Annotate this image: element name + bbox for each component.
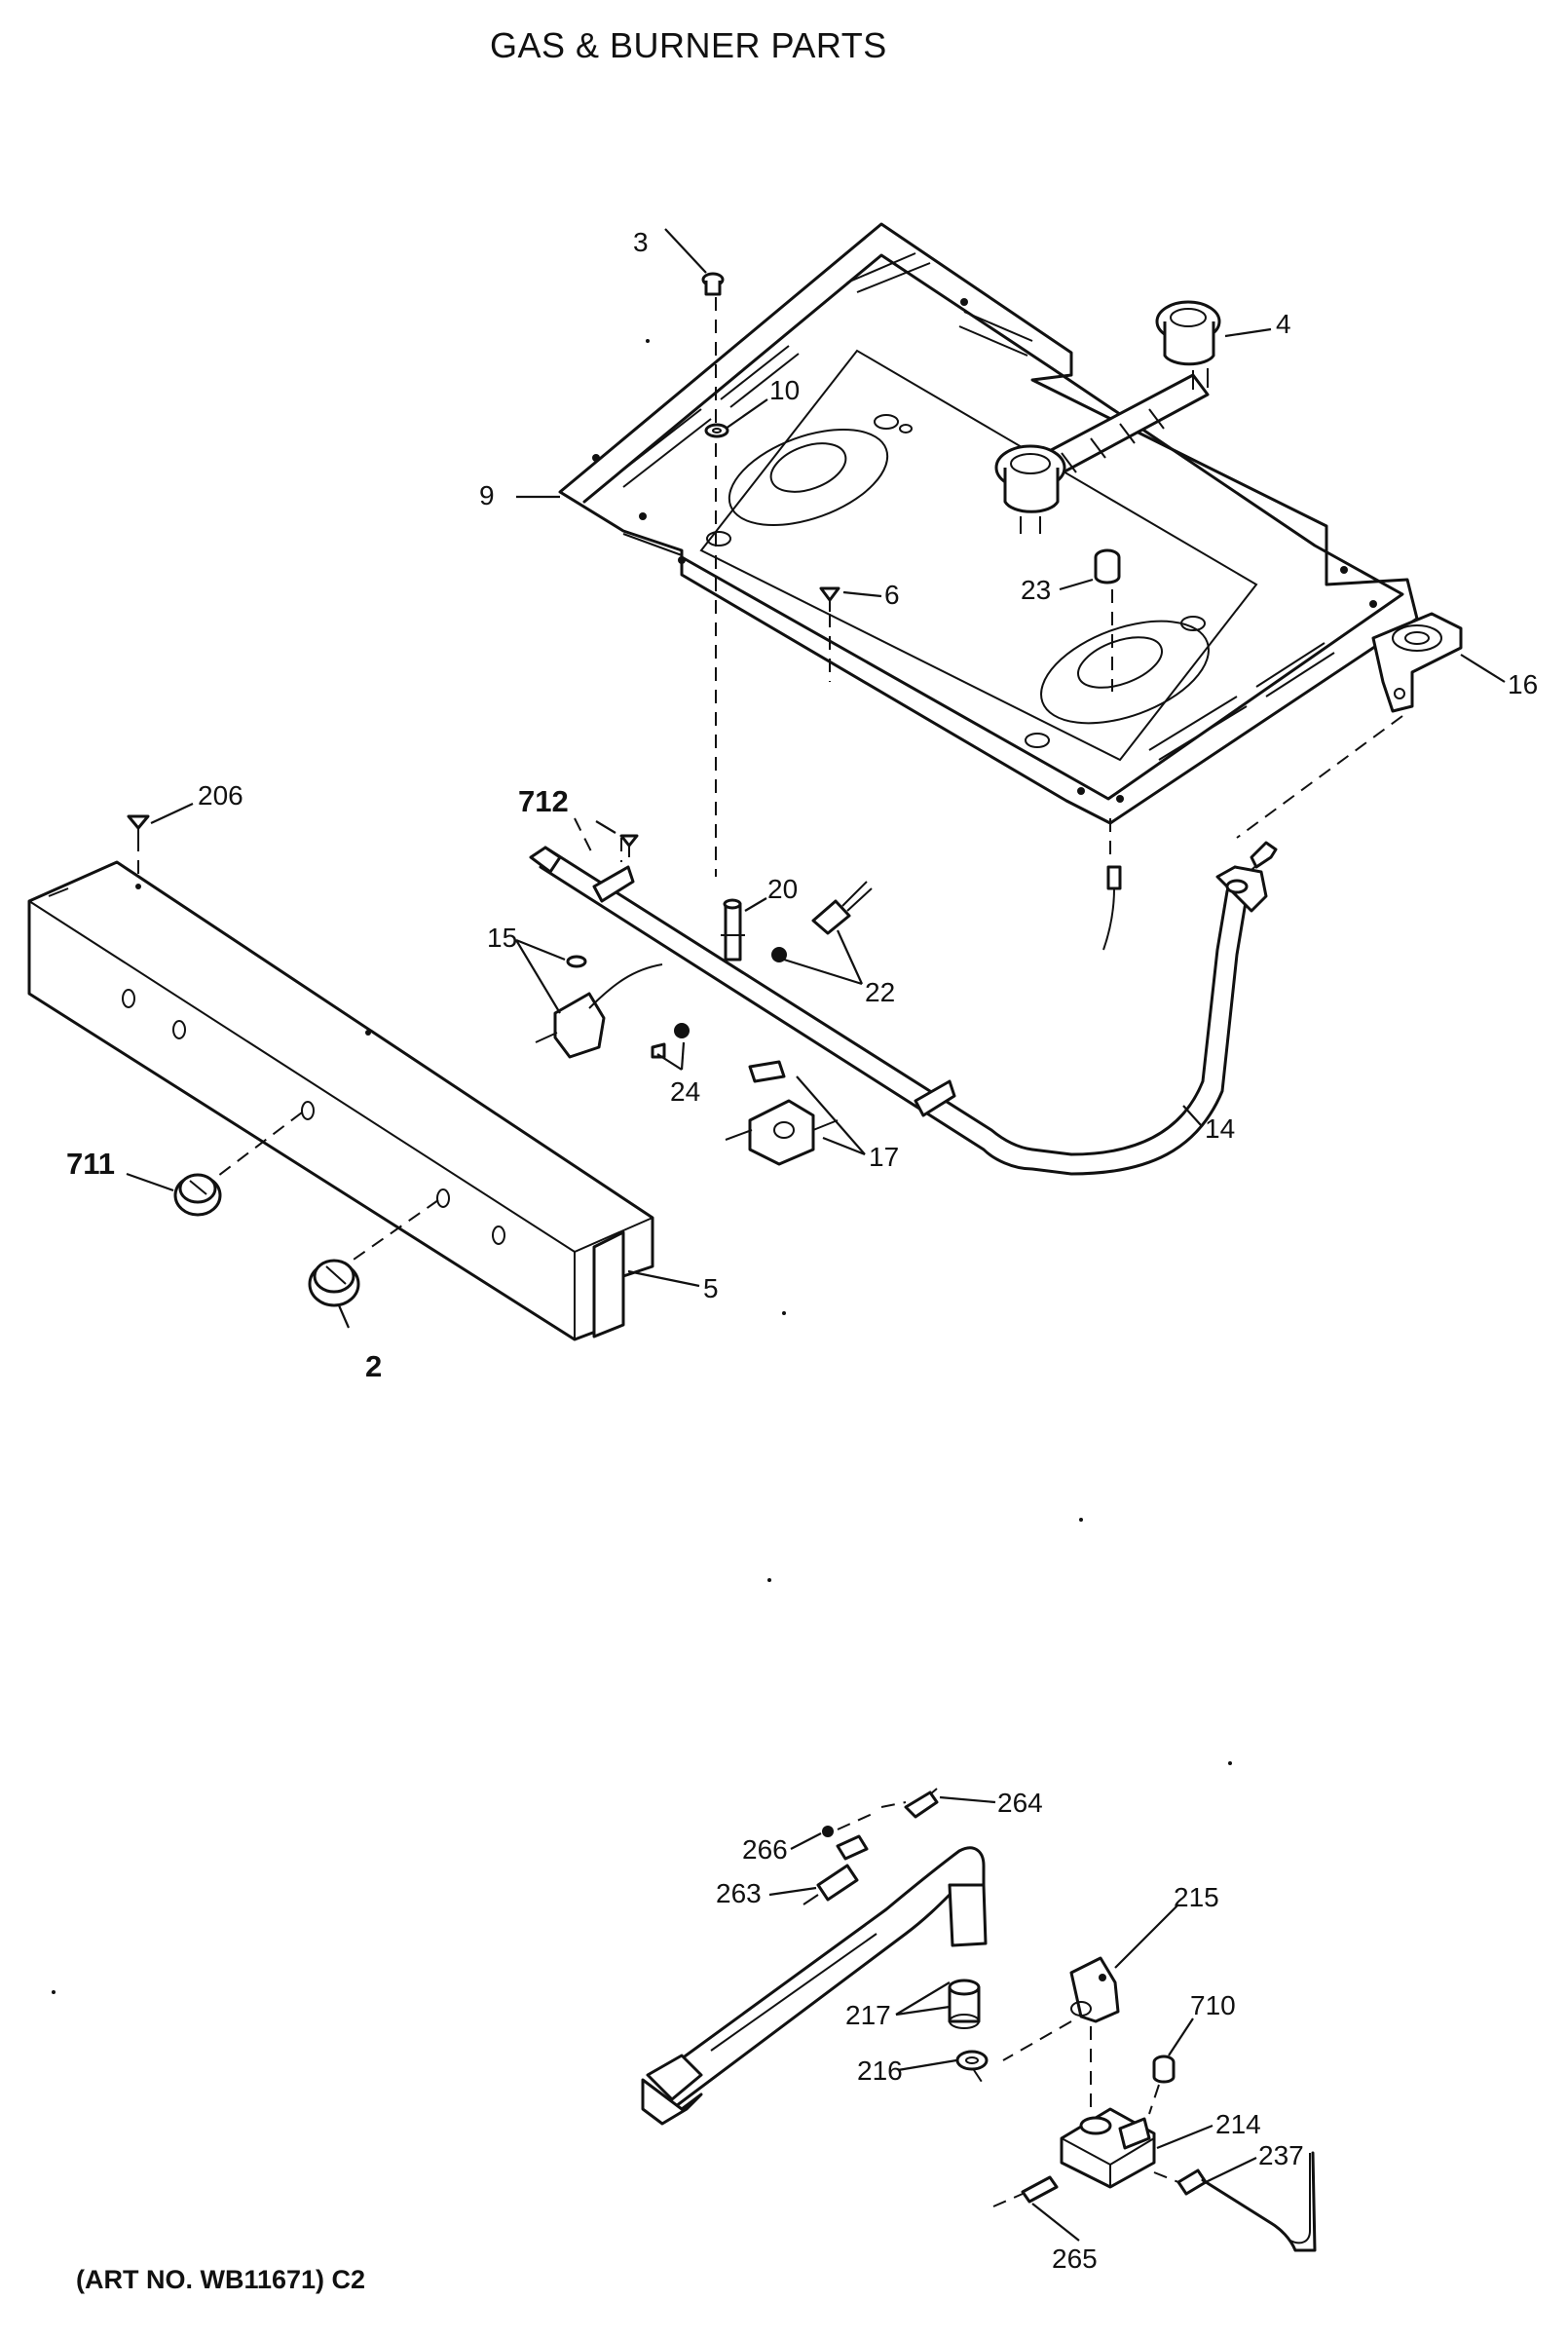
- callout-5: 5: [703, 1273, 719, 1303]
- screw-part-266: [822, 1826, 834, 1837]
- art-number: (ART NO. WB11671) C2: [76, 2265, 366, 2294]
- callout-15: 15: [487, 923, 517, 953]
- callout-4: 4: [1276, 309, 1291, 339]
- callout-710: 710: [1190, 1990, 1236, 2020]
- grommet-part-10: [704, 423, 729, 438]
- callout-16: 16: [1508, 669, 1538, 699]
- top-burner-assembly-part-4: [994, 300, 1221, 534]
- cap-part-23: [1094, 548, 1121, 584]
- knob-part-711: [173, 1173, 222, 1217]
- small-fitting: [1102, 865, 1122, 951]
- washer-part-216: [955, 2050, 989, 2071]
- callout-711: 711: [66, 1147, 115, 1181]
- screw-part-6: [819, 586, 840, 612]
- gas-valve-part-15: [535, 955, 663, 1059]
- orifice-part-264: [904, 1788, 939, 1819]
- leader-lines-lower: [768, 1795, 1257, 2242]
- screw-part-206: [127, 814, 150, 838]
- cap-part-710: [1152, 2055, 1176, 2084]
- orifice-part-24: [651, 1023, 690, 1059]
- burner-box-part-9: [558, 222, 1419, 825]
- manifold-pipe-part-14: [529, 841, 1278, 1176]
- callout-712: 712: [518, 784, 569, 818]
- callout-6: 6: [884, 580, 900, 610]
- callout-10: 10: [769, 375, 800, 405]
- callout-266: 266: [742, 1834, 788, 1865]
- control-panel-part-5: [27, 860, 654, 1341]
- oven-burner-tube: [641, 1846, 988, 2126]
- callout-24: 24: [670, 1076, 700, 1107]
- callout-237: 237: [1258, 2140, 1304, 2170]
- bracket-part-215: [1069, 1956, 1120, 2023]
- callout-215: 215: [1174, 1882, 1219, 1912]
- screw-part-712: [619, 834, 639, 857]
- callout-216: 216: [857, 2055, 903, 2086]
- callout-214: 214: [1215, 2109, 1261, 2139]
- callout-20: 20: [767, 874, 798, 904]
- leader-lines-upper: [126, 228, 1506, 1329]
- safety-valve-part-214: [1060, 2107, 1156, 2189]
- page-title: GAS & BURNER PARTS: [490, 25, 887, 65]
- spacer-part-217: [948, 1979, 981, 2029]
- callout-22: 22: [865, 977, 895, 1007]
- callout-217: 217: [845, 2000, 891, 2030]
- gas-valve-part-17: [725, 1060, 839, 1166]
- knob-part-2: [308, 1259, 360, 1307]
- callout-9: 9: [479, 480, 495, 510]
- callout-206: 206: [198, 780, 243, 811]
- orifice-bracket-part-16: [1371, 612, 1463, 713]
- callout-3: 3: [633, 227, 649, 257]
- fitting-part-265: [1021, 2175, 1059, 2204]
- callout-263: 263: [716, 1878, 762, 1908]
- callout-17: 17: [869, 1142, 899, 1172]
- orifice-part-22: [771, 881, 873, 962]
- pilot-tube-part-20: [721, 898, 745, 962]
- callout-23: 23: [1021, 575, 1051, 605]
- callout-265: 265: [1052, 2244, 1098, 2274]
- callout-14: 14: [1205, 1113, 1235, 1144]
- pilot-part-263: [803, 1834, 869, 1905]
- callout-264: 264: [997, 1788, 1043, 1818]
- callout-2: 2: [365, 1349, 382, 1383]
- screw-part-3: [701, 272, 725, 296]
